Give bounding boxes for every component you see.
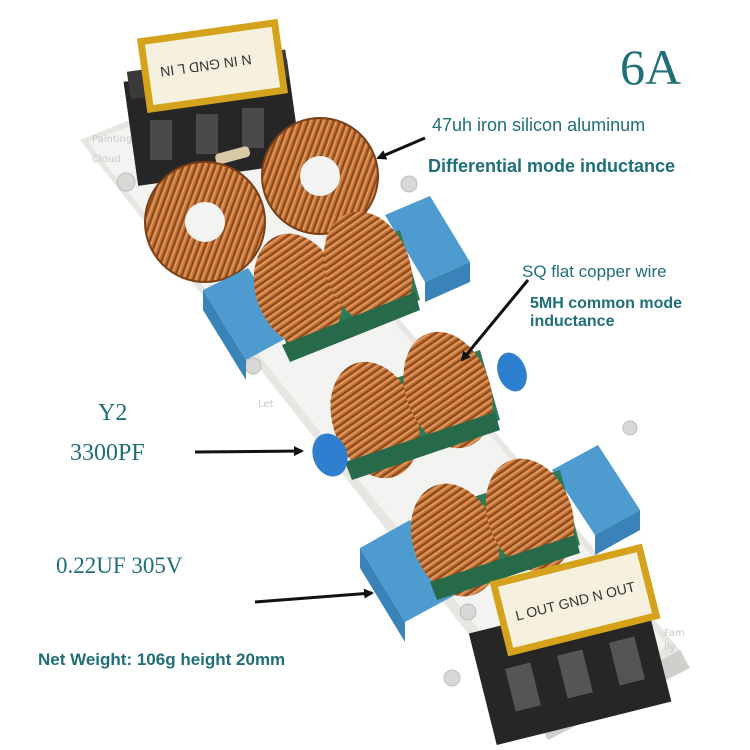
x2-capacitor-4 xyxy=(360,520,455,642)
output-terminal-block: L OUT GND N OUT xyxy=(468,543,672,746)
common-mode-choke-3 xyxy=(410,458,580,600)
arrow-toroid xyxy=(376,136,426,160)
common-mode-choke-1 xyxy=(253,211,420,362)
watermark-text: Fam xyxy=(664,628,685,639)
x2-capacitor-2 xyxy=(385,196,470,302)
y2-capacitor-1 xyxy=(312,433,348,477)
y2-capacitor-2 xyxy=(497,352,527,392)
common-mode-annotation-line2: 5MH common mode xyxy=(530,295,683,312)
current-rating-label: 6A xyxy=(620,39,682,95)
watermark-text: Painting xyxy=(92,134,133,145)
x2-annotation: 0.22UF 305V xyxy=(56,553,183,578)
toroid-annotation-line2: Differential mode inductance xyxy=(428,156,676,176)
watermark-text: Cloud xyxy=(92,154,121,165)
y2-annotation-line2: 3300PF xyxy=(70,440,145,466)
differential-toroid-inductor-1 xyxy=(144,161,266,283)
common-mode-annotation-line3: inductance xyxy=(530,313,615,330)
toroid-annotation-line1: 47uh iron silicon aluminum xyxy=(432,115,646,135)
differential-toroid-inductor-2 xyxy=(261,117,379,235)
arrow-common-mode xyxy=(460,279,530,362)
weight-annotation: Net Weight: 106g height 20mm xyxy=(38,650,286,669)
watermark-text: ily xyxy=(664,642,676,653)
annotation-arrows xyxy=(194,136,530,604)
input-terminal-block: N IN GND L IN xyxy=(123,18,302,186)
y2-annotation-line1: Y2 xyxy=(98,400,128,426)
x2-capacitor-1 xyxy=(203,268,292,380)
common-mode-annotation-line1: SQ flat copper wire xyxy=(522,262,667,281)
arrow-y2 xyxy=(194,446,304,457)
x2-capacitor-3 xyxy=(552,445,640,555)
arrow-x2 xyxy=(254,588,374,604)
resistor xyxy=(215,146,251,165)
watermark-text: Let xyxy=(258,399,274,410)
